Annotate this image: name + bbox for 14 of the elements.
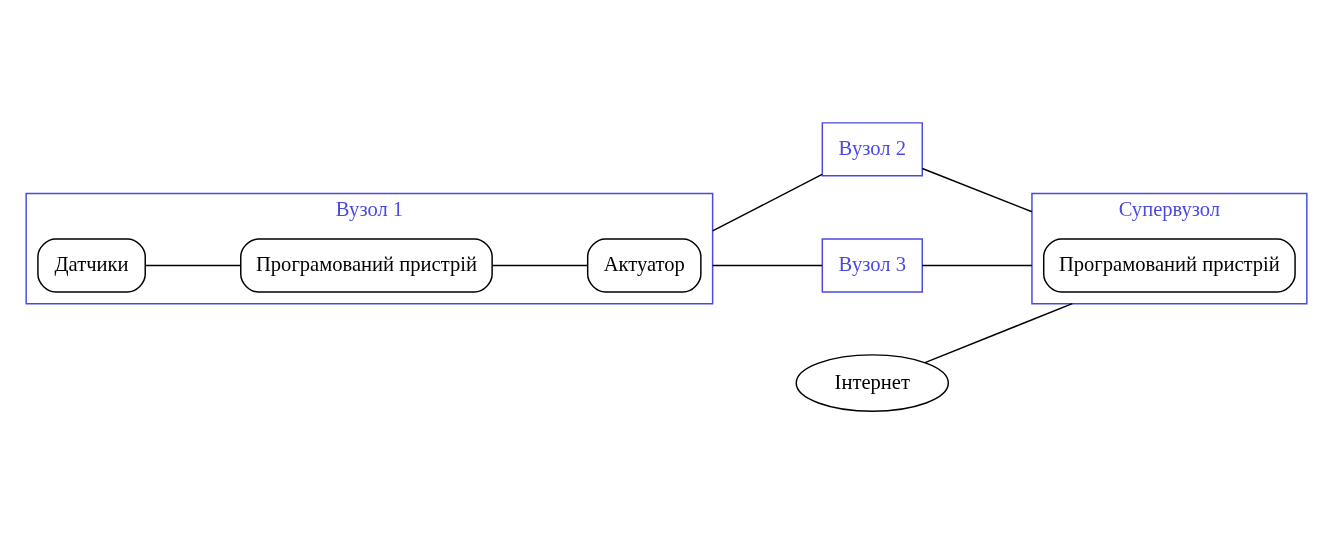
connector: [711, 264, 823, 267]
node-box: Актуатор: [586, 238, 702, 293]
node-box: Вузол 3: [821, 238, 923, 293]
connector: [921, 264, 1033, 267]
node-box: Програмований пристрій: [240, 238, 493, 293]
node-ellipse: Інтернет: [795, 354, 950, 412]
connector: [711, 173, 823, 232]
node-box: Вузол 2: [821, 122, 923, 177]
node-box: Датчики: [37, 238, 146, 293]
connector: [924, 302, 1074, 364]
connector: [144, 264, 242, 267]
node-box: Програмований пристрій: [1043, 238, 1296, 293]
connector: [491, 264, 589, 267]
connector: [921, 167, 1033, 213]
